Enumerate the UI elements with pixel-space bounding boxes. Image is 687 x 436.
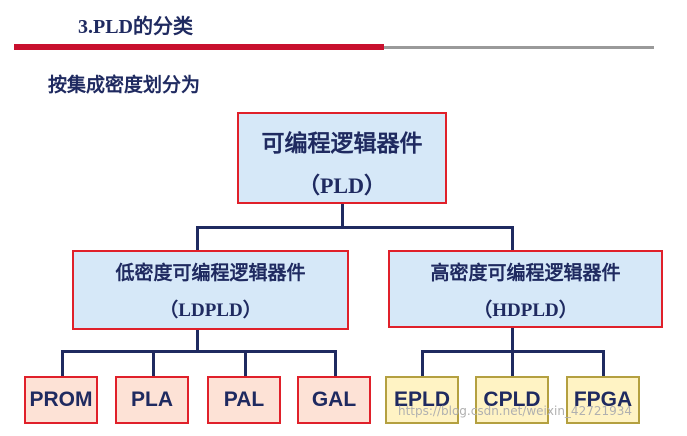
connector-prom: [61, 350, 64, 376]
leaf-fpga: FPGA: [566, 376, 640, 424]
node-ldpld: 低密度可编程逻辑器件 （LDPLD）: [72, 250, 349, 330]
connector-gal: [334, 350, 337, 376]
node-hdpld: 高密度可编程逻辑器件 （HDPLD）: [388, 250, 663, 328]
node-pld-abbr: （PLD）: [297, 173, 386, 198]
leaf-pal: PAL: [207, 376, 281, 424]
connector-high-down: [511, 328, 514, 352]
connector-root-down: [341, 204, 344, 228]
title-divider-gray: [384, 46, 654, 49]
leaf-pla: PLA: [115, 376, 189, 424]
node-hdpld-abbr: （HDPLD）: [473, 300, 578, 321]
title-divider-red: [14, 44, 384, 50]
connector-pal: [244, 350, 247, 376]
slide-title: 3.PLD的分类: [78, 16, 193, 38]
connector-low-horizontal: [61, 350, 337, 353]
node-ldpld-abbr: （LDPLD）: [159, 300, 262, 321]
subtitle: 按集成密度划分为: [48, 74, 201, 96]
connector-to-high: [511, 226, 514, 250]
connector-cpld: [511, 350, 514, 376]
node-pld: 可编程逻辑器件 （PLD）: [237, 112, 447, 204]
connector-to-low: [196, 226, 199, 250]
leaf-gal: GAL: [297, 376, 371, 424]
connector-fpga: [602, 350, 605, 376]
connector-low-down: [196, 330, 199, 352]
node-pld-name: 可编程逻辑器件: [261, 131, 423, 157]
connector-epld: [421, 350, 424, 376]
leaf-prom: PROM: [24, 376, 98, 424]
leaf-epld: EPLD: [385, 376, 459, 424]
leaf-cpld: CPLD: [475, 376, 549, 424]
connector-level1-horizontal: [196, 226, 514, 229]
watermark: https://blog.csdn.net/weixin_42721934: [398, 404, 633, 418]
connector-pla: [152, 350, 155, 376]
node-hdpld-name: 高密度可编程逻辑器件: [430, 262, 621, 284]
node-ldpld-name: 低密度可编程逻辑器件: [115, 262, 306, 284]
